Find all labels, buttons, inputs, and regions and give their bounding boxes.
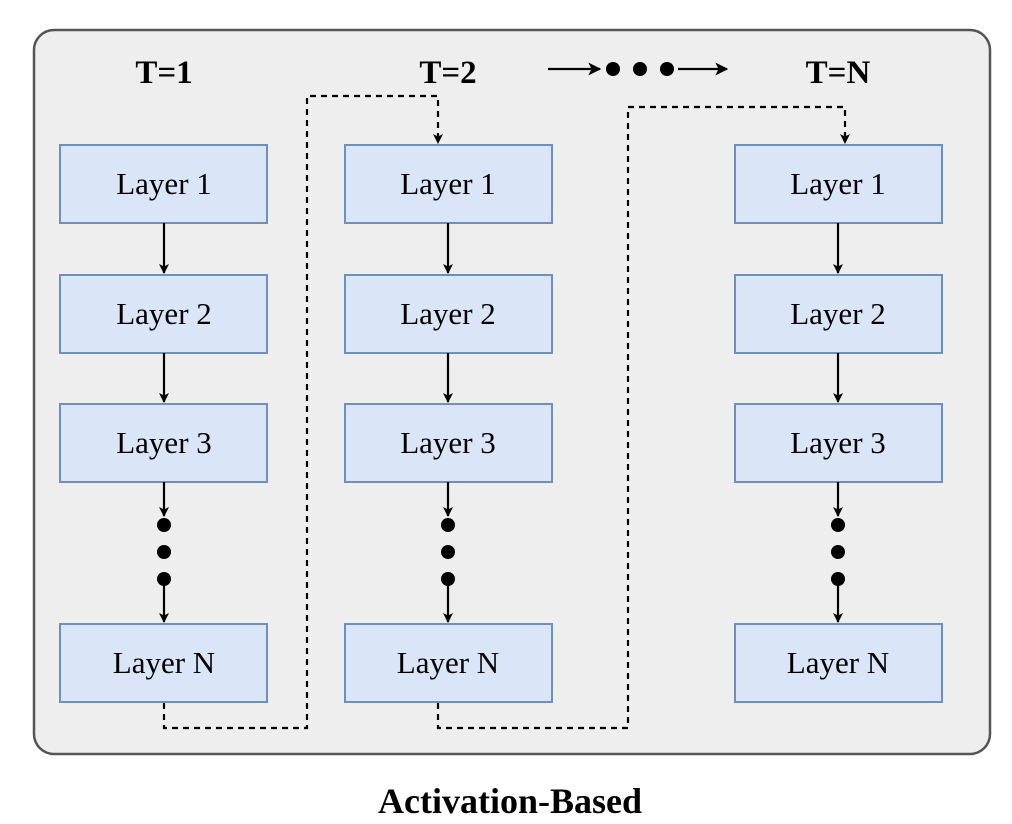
layer-label: Layer 1 (116, 166, 212, 201)
dashed-connector-t1-to-t2 (162, 94, 443, 730)
layer-label: Layer 2 (400, 296, 496, 331)
layer-label: Layer N (113, 645, 215, 680)
ellipsis-dot (633, 62, 647, 76)
layer-label: Layer N (787, 645, 889, 680)
ellipsis-dot (660, 62, 674, 76)
layer-box (344, 274, 553, 354)
layer-label: Layer N (397, 645, 499, 680)
layer-box (344, 144, 553, 224)
ellipsis-dot (157, 518, 171, 532)
layer-box (59, 144, 268, 224)
layer-label: Layer 2 (116, 296, 212, 331)
column-t2: Layer 1 Layer 2 Layer 3 Layer N (344, 144, 553, 703)
ellipsis-dot (441, 545, 455, 559)
layer-box (734, 623, 943, 703)
layer-label: Layer 3 (790, 425, 886, 460)
time-label-tn: T=N (806, 55, 871, 91)
column-tn: Layer 1 Layer 2 Layer 3 Layer N (734, 144, 943, 703)
ellipsis-dot (831, 518, 845, 532)
layer-label: Layer 1 (790, 166, 886, 201)
layer-label: Layer 1 (400, 166, 496, 201)
layer-label: Layer 2 (790, 296, 886, 331)
ellipsis-dot (157, 572, 171, 586)
column-t1: Layer 1 Layer 2 Layer 3 Layer N (59, 144, 268, 703)
diagram-caption: Activation-Based (378, 781, 642, 821)
layer-box (59, 623, 268, 703)
layer-label: Layer 3 (400, 425, 496, 460)
layer-box (734, 403, 943, 483)
ellipsis-dot (831, 572, 845, 586)
ellipsis-dot (157, 545, 171, 559)
ellipsis-dot (831, 545, 845, 559)
layer-label: Layer 3 (116, 425, 212, 460)
layer-box (344, 623, 553, 703)
ellipsis-dot (441, 572, 455, 586)
time-label-t2: T=2 (419, 55, 476, 91)
ellipsis-dot (441, 518, 455, 532)
layer-box (734, 274, 943, 354)
layer-box (59, 274, 268, 354)
layer-box (59, 403, 268, 483)
dashed-connector-t2-to-tn (436, 105, 850, 730)
time-progression-arrow (548, 62, 729, 76)
time-label-t1: T=1 (135, 55, 192, 91)
ellipsis-dot (606, 62, 620, 76)
